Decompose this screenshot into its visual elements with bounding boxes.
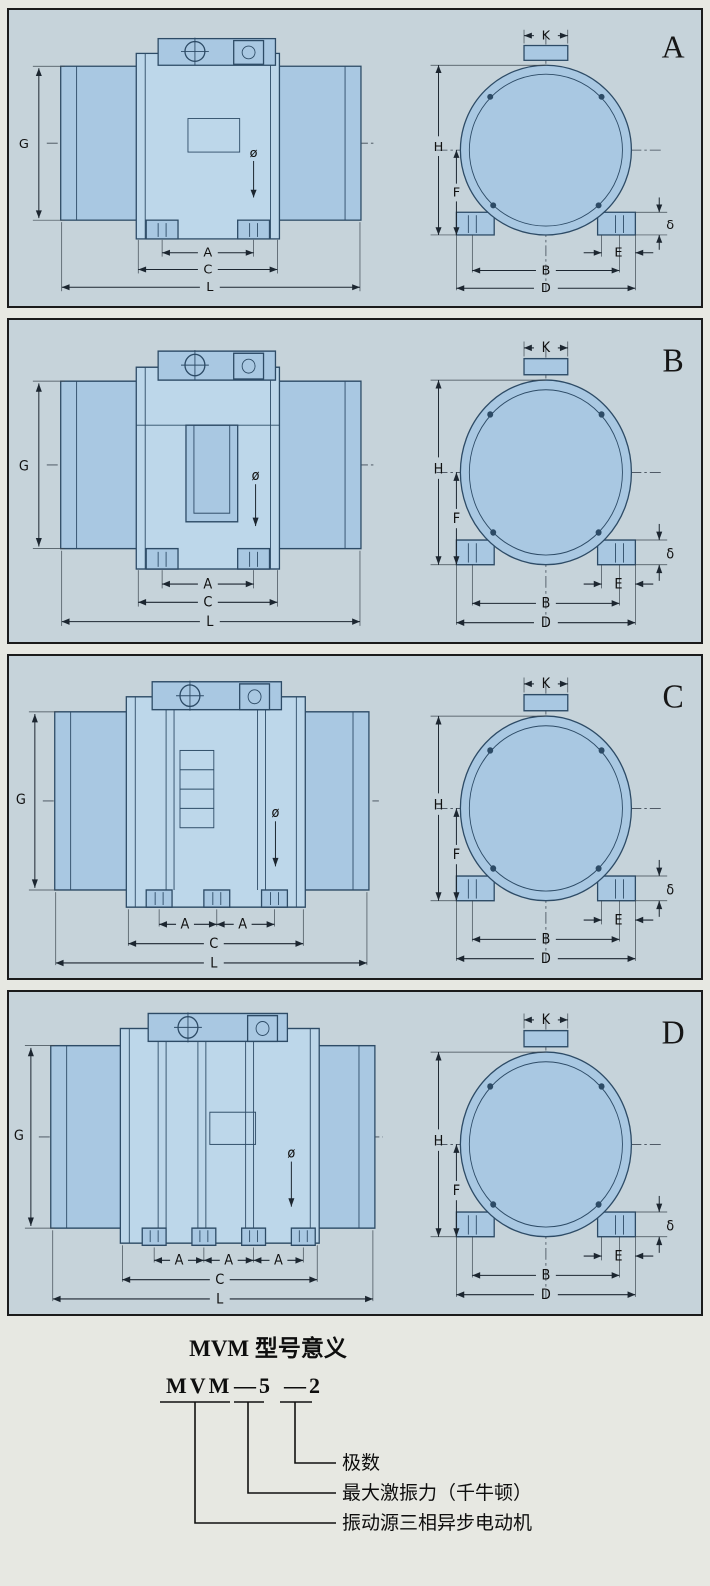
panel-letter: A <box>662 29 685 64</box>
dim-label-a: A <box>224 1253 234 1269</box>
foot <box>145 219 179 240</box>
dim-label-phi: ø <box>272 806 280 822</box>
dim-label-l: L <box>206 614 214 630</box>
dim-label-c: C <box>209 937 218 953</box>
housing <box>119 1027 320 1244</box>
end-view <box>431 1013 675 1303</box>
dim-label-c: C <box>203 262 212 277</box>
dim-label-g: G <box>19 137 29 152</box>
dim-label-g: G <box>14 1129 24 1145</box>
legend-item-poles: 极数 <box>342 1452 380 1474</box>
model-prefix: MVM <box>166 1373 232 1398</box>
foot <box>145 547 179 570</box>
panel-d: G ø A A A C L D <box>7 990 703 1316</box>
dim-label-c: C <box>203 595 212 611</box>
dim-label-l: L <box>210 956 218 972</box>
dim-label-phi: ø <box>250 146 258 161</box>
side-dimensions: G ø A C L <box>19 65 361 295</box>
panel-letter: B <box>663 342 684 379</box>
dim-label-c: C <box>215 1273 224 1289</box>
panel-letter: C <box>663 678 684 715</box>
legend-connector-lines <box>160 1401 336 1524</box>
cover-opening <box>185 424 239 523</box>
housing <box>125 696 306 908</box>
foot <box>141 1227 167 1247</box>
panel-a: G ø A C L A <box>7 8 703 308</box>
panel-c-drawing: G ø A A C L C <box>16 656 684 972</box>
model-poles-value: —2 <box>283 1373 323 1398</box>
side-dimensions: G ø A C L <box>19 380 361 630</box>
model-legend-drawing: MVM 型号意义 MVM —5 —2 极数 最大激振力（千牛顿） 振动源三相异步… <box>160 1335 532 1534</box>
foot <box>191 1227 217 1247</box>
side-view <box>46 37 375 240</box>
model-legend: MVM 型号意义 MVM —5 —2 极数 最大激振力（千牛顿） 振动源三相异步… <box>0 1330 710 1580</box>
junction-box <box>233 39 265 65</box>
dim-label-a: A <box>175 1253 185 1269</box>
dim-label-a: A <box>181 917 191 933</box>
dim-label-a: A <box>274 1253 284 1269</box>
panel-letter: D <box>662 1014 685 1051</box>
panel-b-drawing: G ø A C L B <box>19 320 684 642</box>
side-view <box>46 350 375 570</box>
junction-box <box>239 683 271 711</box>
side-dimensions: G ø A A C L <box>16 711 368 972</box>
foot <box>260 889 289 908</box>
dim-label-g: G <box>16 793 26 809</box>
panel-b: G ø A C L B <box>7 318 703 644</box>
side-view <box>42 680 379 908</box>
foot <box>237 547 271 570</box>
foot <box>237 219 271 240</box>
panel-a-drawing: G ø A C L A <box>19 10 685 306</box>
dim-label-a: A <box>203 246 212 261</box>
end-view <box>431 677 675 967</box>
side-view <box>38 1012 383 1247</box>
foot <box>290 1227 316 1247</box>
dim-label-a: A <box>238 917 248 933</box>
end-view <box>431 341 675 631</box>
legend-title: MVM 型号意义 <box>189 1335 347 1361</box>
panel-d-drawing: G ø A A A C L D <box>14 992 685 1308</box>
dim-label-phi: ø <box>252 469 260 485</box>
model-force-value: —5 <box>233 1373 273 1398</box>
dim-label-l: L <box>206 280 214 295</box>
foot <box>145 889 173 908</box>
junction-box <box>233 352 265 380</box>
nameplate <box>209 1111 257 1145</box>
panel-c: G ø A A C L C <box>7 654 703 980</box>
legend-item-force: 最大激振力（千牛顿） <box>342 1482 532 1504</box>
side-dimensions: G ø A A A C L <box>14 1045 374 1308</box>
foot <box>203 889 231 908</box>
legend-item-motor: 振动源三相异步电动机 <box>342 1512 532 1534</box>
end-view <box>431 29 675 297</box>
junction-box <box>246 1014 279 1043</box>
housing <box>135 52 281 240</box>
nameplate <box>187 118 241 153</box>
dim-label-a: A <box>203 577 213 593</box>
dim-label-g: G <box>19 459 29 475</box>
foot <box>241 1227 267 1247</box>
dim-label-phi: ø <box>287 1146 295 1162</box>
dim-label-l: L <box>216 1292 224 1308</box>
